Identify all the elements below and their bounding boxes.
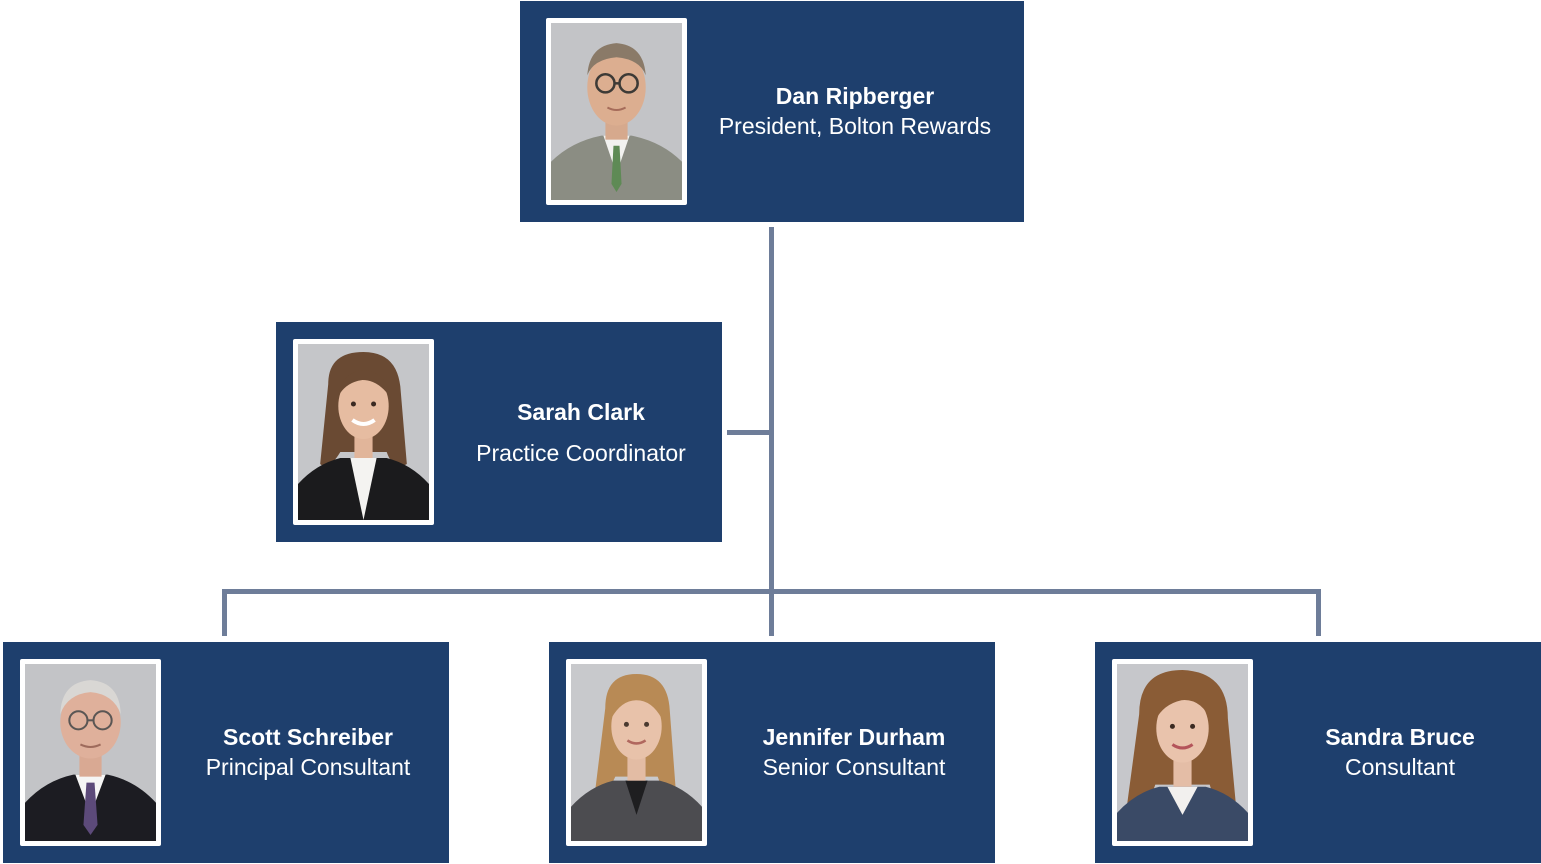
- person-title: Principal Consultant: [205, 754, 411, 780]
- portrait-photo-senior: [571, 664, 702, 841]
- coordinator-connector: [727, 430, 772, 435]
- person-name: Dan Ripberger: [775, 83, 935, 109]
- photo-frame: [546, 18, 687, 205]
- consultant-drop-connector: [1316, 589, 1321, 636]
- person-title: President, Bolton Rewards: [718, 113, 992, 139]
- photo-frame: [20, 659, 161, 846]
- person-name: Jennifer Durham: [762, 724, 946, 750]
- principal-text: Scott Schreiber Principal Consultant: [178, 702, 438, 802]
- portrait-photo-consultant: [1117, 664, 1248, 841]
- person-name: Sandra Bruce: [1325, 724, 1475, 750]
- person-name: Sarah Clark: [517, 398, 645, 425]
- person-name: Scott Schreiber: [223, 724, 393, 750]
- horizontal-bus-connector: [222, 589, 1321, 594]
- president-text: Dan Ripberger President, Bolton Rewards: [700, 61, 1010, 161]
- portrait-photo-coordinator: [298, 344, 429, 520]
- org-card-coordinator: Sarah Clark Practice Coordinator: [276, 322, 722, 542]
- senior-text: Jennifer Durham Senior Consultant: [724, 702, 984, 802]
- org-card-consultant: Sandra Bruce Consultant: [1095, 642, 1541, 863]
- photo-frame: [1112, 659, 1253, 846]
- principal-drop-connector: [222, 589, 227, 636]
- portrait-photo-principal: [25, 664, 156, 841]
- photo-frame: [566, 659, 707, 846]
- photo-frame: [293, 339, 434, 525]
- person-title: Practice Coordinator: [476, 439, 686, 466]
- person-title: Consultant: [1345, 754, 1455, 780]
- org-card-principal-consultant: Scott Schreiber Principal Consultant: [3, 642, 449, 863]
- org-card-senior-consultant: Jennifer Durham Senior Consultant: [549, 642, 995, 863]
- org-card-president: Dan Ripberger President, Bolton Rewards: [520, 1, 1024, 222]
- consultant-text: Sandra Bruce Consultant: [1270, 702, 1530, 802]
- coordinator-text: Sarah Clark Practice Coordinator: [451, 382, 711, 482]
- portrait-photo-president: [551, 23, 682, 200]
- person-title: Senior Consultant: [762, 754, 946, 780]
